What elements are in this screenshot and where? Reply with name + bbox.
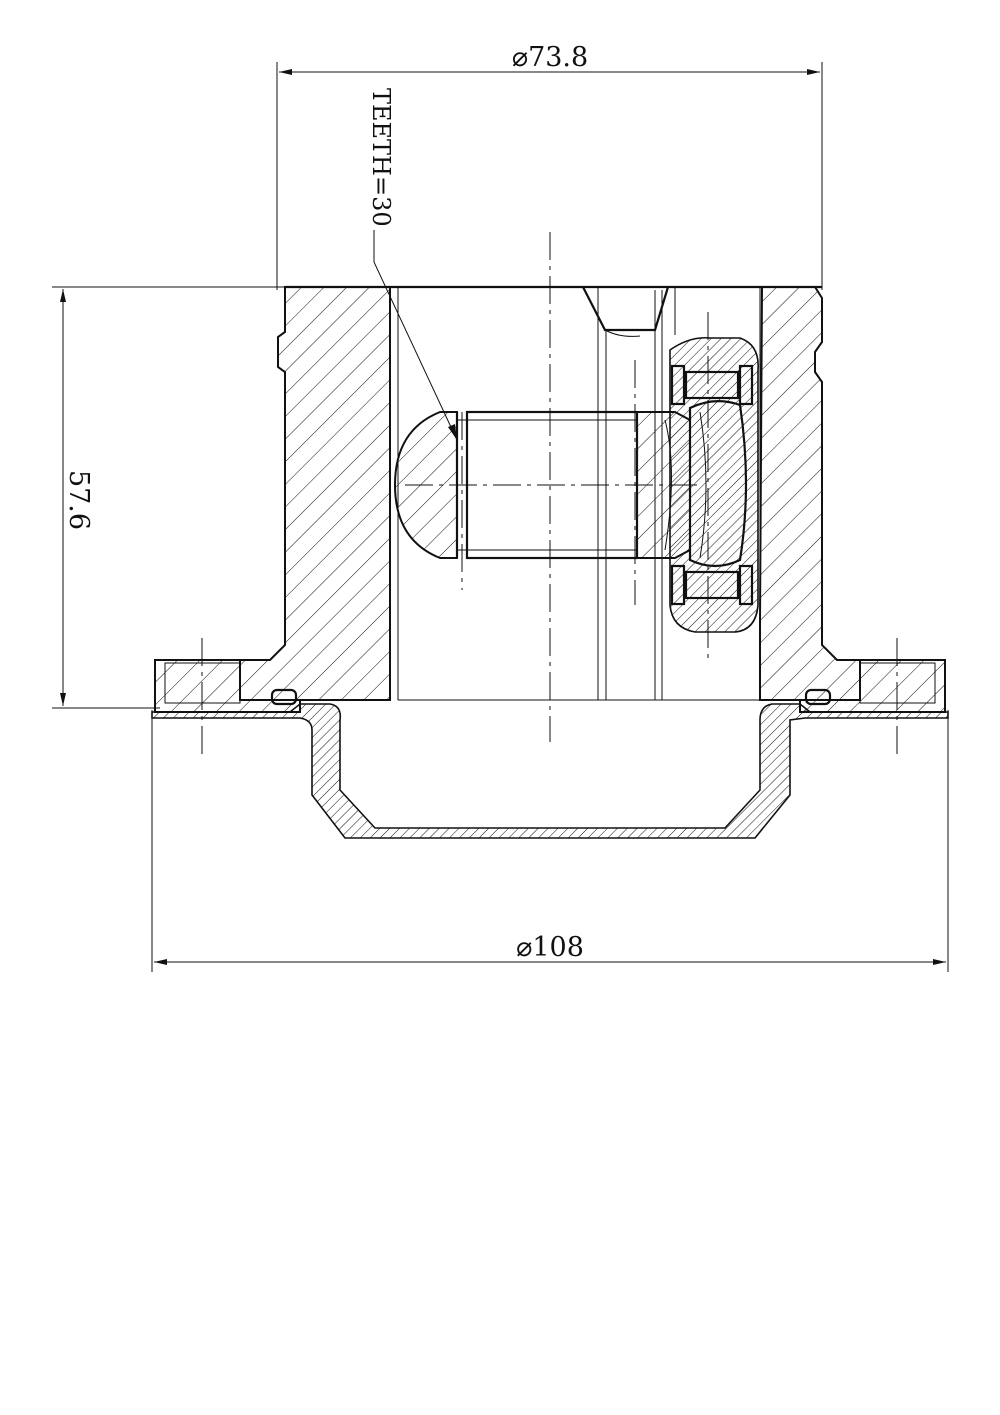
top-diameter-label: ⌀73.8 <box>512 42 588 73</box>
bore-lines <box>285 285 822 701</box>
height-dimension: 57.6 <box>52 286 290 709</box>
center-lines <box>201 232 898 755</box>
bottom-diameter-dimension: ⌀108 <box>151 710 949 972</box>
housing-left <box>154 286 391 713</box>
housing-right <box>759 286 946 713</box>
top-diameter-dimension: ⌀73.8 <box>276 42 823 290</box>
bottom-diameter-label: ⌀108 <box>516 932 584 963</box>
roller-bearing <box>669 336 759 633</box>
teeth-label: TEETH=30 <box>367 88 395 227</box>
height-label: 57.6 <box>63 470 94 530</box>
stamped-cover <box>151 703 949 839</box>
